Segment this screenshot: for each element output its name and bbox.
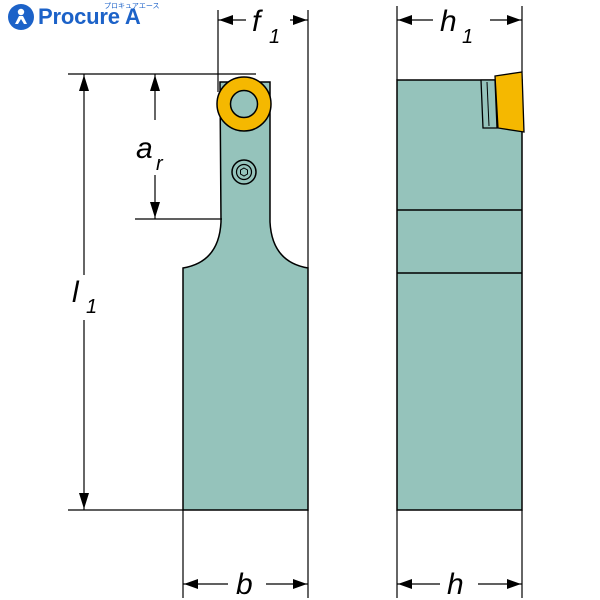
h1-label-sub: 1 [462, 26, 473, 48]
h-arrowhead-left [398, 579, 412, 589]
insert-seat-line [486, 81, 490, 127]
f1-arrowhead-right [293, 15, 307, 25]
l1-label-sub: 1 [86, 296, 97, 318]
right-holder-body [396, 79, 523, 511]
h-label: h [447, 568, 464, 600]
insert-seat-side [480, 79, 498, 129]
l1-arrowhead-bottom [79, 493, 89, 509]
l1-label: l [72, 276, 80, 309]
procure-a-logo: Procure A [8, 4, 141, 30]
f1-label: f [252, 5, 263, 38]
logo-figure-icon [8, 4, 34, 30]
f1-arrowhead-left [219, 15, 233, 25]
ar-label: a [136, 132, 153, 165]
clamp-screw-icon [231, 159, 257, 185]
logo-subtext: プロキュアエース [104, 2, 160, 10]
clamp-screw-inner [235, 163, 253, 181]
b-label: b [236, 568, 253, 600]
b-arrowhead-left [184, 579, 198, 589]
h-arrowhead-right [507, 579, 521, 589]
ar-arrowhead-top [150, 75, 160, 91]
hex-socket-icon [240, 167, 248, 177]
h1-label: h [440, 5, 457, 38]
h1-arrowhead-left [398, 15, 412, 25]
l1-arrowhead-top [79, 75, 89, 91]
left-holder-body [182, 81, 309, 511]
f1-label-sub: 1 [269, 26, 280, 48]
h1-arrowhead-right [507, 15, 521, 25]
insert-side-view [494, 71, 525, 133]
ar-arrowhead-bottom [150, 202, 160, 218]
round-insert-hole [229, 89, 259, 119]
b-arrowhead-right [293, 579, 307, 589]
ar-label-sub: r [156, 153, 164, 175]
logo-text: Procure A [38, 4, 141, 29]
